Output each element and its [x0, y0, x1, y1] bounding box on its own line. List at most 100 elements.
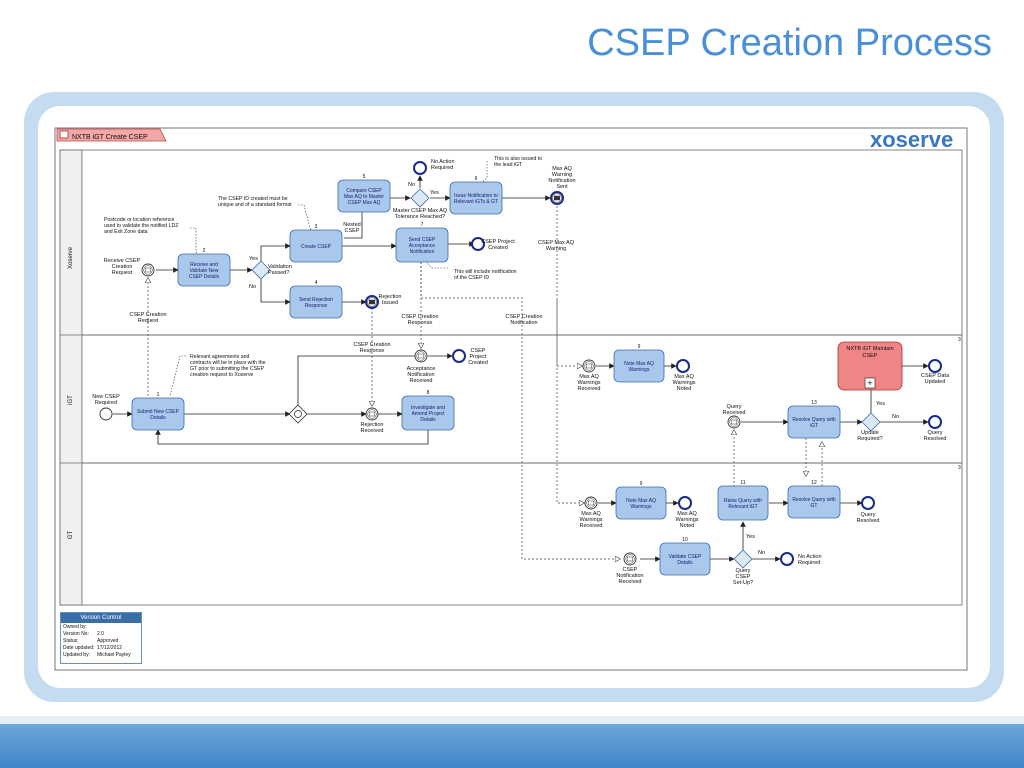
task-label: Warnings	[629, 367, 650, 373]
version-control-label: Date updated:	[63, 645, 95, 651]
gateway-label: CSEP	[736, 574, 751, 580]
event-label: Project	[469, 354, 487, 360]
event-label: Received	[361, 428, 384, 434]
task-number: 9	[640, 481, 643, 487]
event-label: Resolved	[924, 436, 947, 442]
flow-label-yes: Yes	[430, 190, 439, 196]
annotation-text: This will include notification	[454, 269, 517, 275]
task-label: Validate New	[189, 268, 218, 274]
footer-band	[0, 716, 1024, 768]
event-label: Max AQ	[674, 374, 694, 380]
process-border	[54, 127, 968, 671]
gateway-event-based[interactable]	[288, 404, 308, 424]
event-label: Rejection	[361, 422, 384, 428]
annotation-text: Postcode or location reference	[104, 217, 174, 223]
version-control-value: 17/12/2012	[97, 645, 123, 651]
task-number: 8	[427, 390, 430, 396]
event-label: Required	[798, 560, 820, 566]
message-label: CSEP Max AQ	[538, 240, 575, 246]
task-number: 1	[157, 392, 160, 398]
gateway-label: Validation	[268, 264, 292, 270]
message-label: CSEP Creation	[505, 314, 542, 320]
annotation-text: contracts will be in place with the	[190, 360, 266, 366]
subprocess-maintain-csep[interactable]: NXTB iGT Maintain CSEP +	[837, 341, 903, 391]
flow-label-yes: Yes	[249, 256, 258, 262]
task-label: Submit New CSEP	[137, 409, 180, 415]
task-label: Validate CSEP	[669, 554, 702, 560]
task-number: 12	[811, 480, 817, 486]
annotation-text: the lead iGT	[494, 162, 523, 168]
event-label: New CSEP	[92, 394, 120, 400]
version-control-row: Date updated:17/12/2012	[63, 645, 139, 652]
event-label: Resolved	[857, 518, 880, 524]
annotation-text: of the CSEP ID	[454, 275, 489, 281]
gateway-label: Update	[861, 430, 879, 436]
event-label: Received	[578, 386, 601, 392]
lane-label-gt: GT	[68, 531, 74, 540]
task-label: Resolve Query with	[792, 417, 836, 423]
task-label: iGT	[810, 423, 818, 429]
task-label: Compare CSEP	[346, 188, 382, 194]
event-label: No Action	[798, 554, 822, 560]
process-tab-label: NXTB iGT Create CSEP	[72, 134, 148, 141]
annotation-text: This is also issued to	[494, 156, 542, 162]
task-number: 7	[421, 222, 424, 228]
task-label: Receive and	[190, 262, 218, 268]
version-control-row: Owned by:	[63, 624, 139, 631]
message-label: CSEP Creation	[353, 342, 390, 348]
task-label: Max AQ to Master	[344, 194, 384, 200]
task-label: Note Max AQ	[626, 498, 656, 504]
event-label: Received	[410, 378, 433, 384]
task-label: Issue Notification to	[454, 193, 498, 199]
flow-label-no: No	[892, 414, 899, 420]
process-tab[interactable]	[56, 128, 167, 142]
lane-number: 3	[958, 465, 961, 471]
event-label: CSEP	[623, 567, 638, 573]
event-label: Created	[488, 245, 508, 251]
task-label: Details	[677, 560, 693, 566]
event-label: Warnings	[577, 380, 600, 386]
task-label: Amend Project	[412, 411, 445, 417]
flow-label-no: No	[758, 550, 765, 556]
lane-number: 3	[958, 337, 961, 343]
version-control-row: Updated by:Michael Payley	[63, 652, 139, 659]
event-label: CSEP Data	[921, 373, 950, 379]
